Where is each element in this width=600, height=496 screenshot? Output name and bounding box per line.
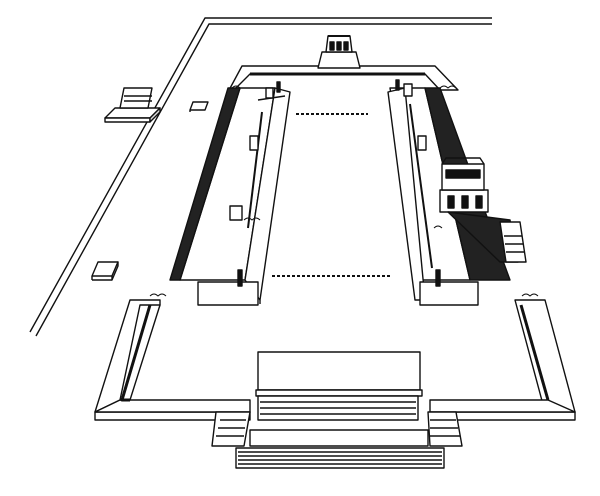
small-platform-upper-left [104, 87, 161, 123]
altar-upper [189, 101, 209, 112]
east-temple [439, 157, 527, 263]
north-temple [317, 35, 361, 69]
court-markers [272, 113, 392, 277]
altar-lower [91, 261, 119, 281]
west-platform [169, 81, 291, 306]
south-temple [211, 351, 463, 469]
outer-plaza [29, 17, 492, 337]
smoke-marks [149, 85, 539, 297]
